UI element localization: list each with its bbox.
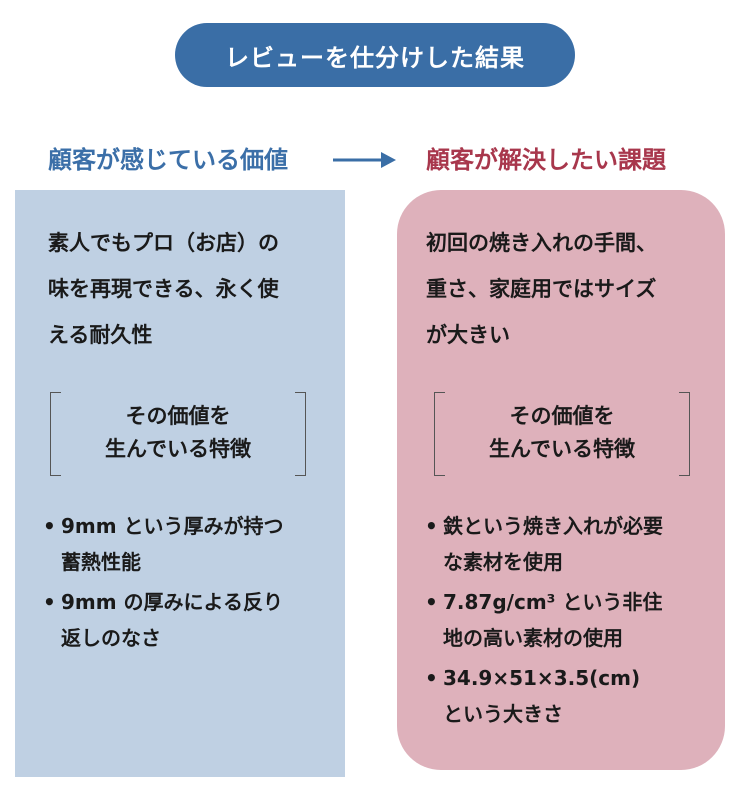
value-description: 素人でもプロ（お店）の 味を再現できる、永く使 える耐久性 <box>48 231 279 347</box>
list-item: •9mm という厚みが持つ 蓄熱性能 <box>41 508 341 580</box>
title-text: レビューを仕分けした結果 <box>225 43 525 72</box>
title-pill: レビューを仕分けした結果 <box>175 23 575 87</box>
list-item-text: 鉄という焼き入れが必要 な素材を使用 <box>443 514 663 574</box>
right-heading: 顧客が解決したい課題 <box>426 146 666 174</box>
bullet-icon: • <box>43 514 56 538</box>
right-bracket <box>295 392 306 476</box>
left-bracket <box>434 392 445 476</box>
list-item-text: 7.87g/cm³ という非住 地の高い素材の使用 <box>443 590 663 650</box>
list-item: •7.87g/cm³ という非住 地の高い素材の使用 <box>423 584 718 656</box>
bullet-icon: • <box>425 514 438 538</box>
left-heading: 顧客が感じている価値 <box>48 146 288 174</box>
list-item-text: 9mm という厚みが持つ 蓄熱性能 <box>61 514 284 574</box>
bullet-icon: • <box>425 590 438 614</box>
list-item-text: 34.9×51×3.5(cm) という大きさ <box>443 666 641 726</box>
bullet-icon: • <box>425 666 438 690</box>
left-bracket <box>50 392 61 476</box>
list-item: •鉄という焼き入れが必要 な素材を使用 <box>423 508 718 580</box>
arrow-right-icon <box>333 152 396 168</box>
value-panel: 素人でもプロ（お店）の 味を再現できる、永く使 える耐久性 その価値を 生んでい… <box>15 190 345 777</box>
problem-panel: 初回の焼き入れの手間、 重さ、家庭用ではサイズ が大きい その価値を 生んでいる… <box>397 190 725 770</box>
list-item-text: 9mm の厚みによる反り 返しのなさ <box>61 590 283 650</box>
feature-list: •鉄という焼き入れが必要 な素材を使用 •7.87g/cm³ という非住 地の高… <box>423 508 718 736</box>
feature-box: その価値を 生んでいる特徴 <box>434 392 690 476</box>
feature-list: •9mm という厚みが持つ 蓄熱性能 •9mm の厚みによる反り 返しのなさ <box>41 508 341 660</box>
list-item: •9mm の厚みによる反り 返しのなさ <box>41 584 341 656</box>
feature-box: その価値を 生んでいる特徴 <box>50 392 306 476</box>
right-bracket <box>679 392 690 476</box>
list-item: •34.9×51×3.5(cm) という大きさ <box>423 660 718 732</box>
feature-label: その価値を 生んでいる特徴 <box>489 404 635 461</box>
bullet-icon: • <box>43 590 56 614</box>
problem-description: 初回の焼き入れの手間、 重さ、家庭用ではサイズ が大きい <box>426 231 657 347</box>
feature-label: その価値を 生んでいる特徴 <box>105 404 251 461</box>
